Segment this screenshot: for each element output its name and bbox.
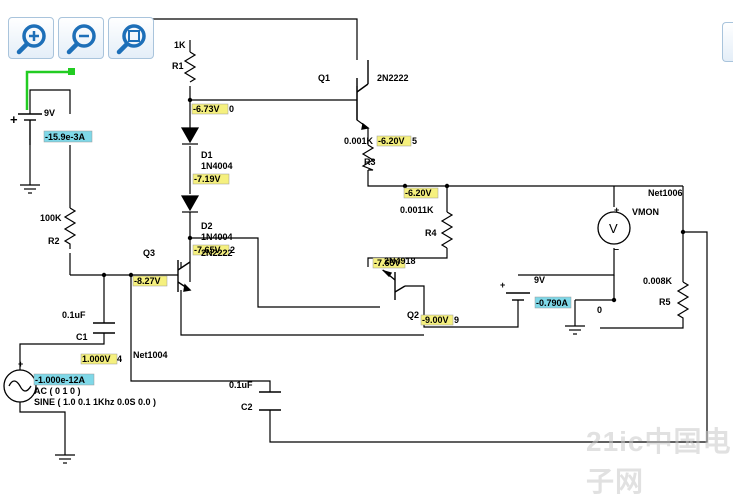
svg-text:-6.73V: -6.73V bbox=[193, 104, 220, 114]
schematic-canvas[interactable]: -6.73V 0 -6.20V 5 -7.19V -7.65V 2 -6.20V… bbox=[0, 0, 733, 469]
svg-text:2: 2 bbox=[230, 245, 235, 255]
r3-name: R3 bbox=[364, 157, 376, 167]
zoom-fit-button[interactable] bbox=[108, 17, 154, 59]
svg-text:-6.20V: -6.20V bbox=[405, 188, 432, 198]
capacitor-c1[interactable] bbox=[93, 322, 115, 334]
voltage-probe-d1[interactable]: -7.19V bbox=[192, 173, 230, 185]
resistor-r5[interactable] bbox=[676, 281, 690, 324]
current-probe-ac[interactable]: -1.000e-12A bbox=[33, 373, 95, 386]
svg-text:5: 5 bbox=[412, 136, 417, 146]
svg-text:1.000V: 1.000V bbox=[82, 354, 111, 364]
voltage-probe-c1[interactable]: 1.000V 4 bbox=[80, 353, 122, 365]
diode-d1[interactable] bbox=[180, 127, 200, 145]
r2-value: 100K bbox=[40, 213, 62, 223]
voltage-probe-d2[interactable]: -7.65V 2 bbox=[192, 244, 235, 256]
v1-plus: + bbox=[10, 112, 18, 127]
r1-value: 1K bbox=[174, 40, 186, 50]
selected-wire[interactable] bbox=[25, 70, 72, 110]
voltage-probe-q3[interactable]: -8.27V bbox=[132, 275, 168, 287]
transistor-q2[interactable] bbox=[381, 269, 406, 300]
svg-text:-0.790A: -0.790A bbox=[536, 298, 569, 308]
battery-v1[interactable] bbox=[18, 113, 42, 145]
capacitor-c2[interactable] bbox=[259, 391, 281, 411]
c1-value: 0.1uF bbox=[62, 310, 86, 320]
vmon-symbol: V bbox=[609, 221, 618, 236]
svg-text:9: 9 bbox=[454, 315, 459, 325]
q3-name: Q3 bbox=[143, 248, 155, 258]
ac-source-icon[interactable] bbox=[3, 369, 37, 403]
zoom-out-icon bbox=[66, 24, 96, 55]
svg-text:-15.9e-3A: -15.9e-3A bbox=[45, 132, 86, 142]
diode-d2[interactable] bbox=[180, 195, 200, 213]
ground-node-label: 0 bbox=[597, 305, 602, 315]
voltmeter-vmon[interactable] bbox=[597, 211, 631, 245]
d2-model: 1N4004 bbox=[201, 232, 233, 242]
zoom-in-button[interactable] bbox=[8, 17, 54, 59]
r4-value: 0.0011K bbox=[400, 205, 434, 215]
resistor-r3[interactable] bbox=[361, 144, 375, 171]
battery-v2[interactable] bbox=[506, 292, 530, 301]
ac-label-line2: SINE ( 1.0 0.1 1Khz 0.0S 0.0 ) bbox=[34, 397, 156, 407]
v1-value: 9V bbox=[44, 108, 55, 118]
resistor-r1[interactable] bbox=[183, 51, 197, 83]
d2-name: D2 bbox=[201, 221, 213, 231]
c1-name: C1 bbox=[76, 332, 88, 342]
vmon-plus: + bbox=[614, 205, 619, 215]
r1-name: R1 bbox=[172, 61, 184, 71]
svg-text:4: 4 bbox=[117, 354, 122, 364]
r5-value: 0.008K bbox=[643, 276, 673, 286]
q1-model: 2N2222 bbox=[377, 73, 409, 83]
d1-model: 1N4004 bbox=[201, 161, 233, 171]
q3-model: 2N2222 bbox=[201, 248, 233, 258]
resistor-r4[interactable] bbox=[440, 211, 454, 249]
svg-text:0: 0 bbox=[229, 104, 234, 114]
junction-dots bbox=[101, 97, 686, 303]
resistor-r2[interactable] bbox=[63, 207, 77, 249]
voltage-probe-q2[interactable]: -9.00V 9 bbox=[420, 314, 459, 326]
vmon-label: VMON bbox=[632, 207, 659, 217]
svg-text:-7.65V: -7.65V bbox=[194, 245, 221, 255]
svg-text:-9.00V: -9.00V bbox=[422, 315, 449, 325]
d1-name: D1 bbox=[201, 150, 213, 160]
q2-name: Q2 bbox=[407, 310, 419, 320]
watermark-logo: 21ic中国电子网 bbox=[586, 426, 732, 497]
ground-icon bbox=[20, 184, 585, 464]
svg-text:-6.20V: -6.20V bbox=[378, 136, 405, 146]
c2-name: C2 bbox=[241, 402, 253, 412]
voltage-probe-r1[interactable]: -6.73V 0 bbox=[191, 103, 234, 115]
v2-plus: + bbox=[500, 280, 505, 290]
v2-value: 9V bbox=[534, 275, 545, 285]
zoom-out-button[interactable] bbox=[58, 17, 104, 59]
r3-value: 0.001K bbox=[344, 136, 374, 146]
component-labels: 1K R1 Q1 2N2222 9V D1 1N4004 D2 1N4004 0… bbox=[10, 40, 683, 412]
svg-text:-7.65V: -7.65V bbox=[374, 258, 401, 268]
r2-name: R2 bbox=[48, 236, 60, 246]
q2-model: 2N4918 bbox=[384, 256, 416, 266]
panel-toggle-handle[interactable] bbox=[722, 22, 733, 62]
svg-text:-7.19V: -7.19V bbox=[194, 174, 221, 184]
voltage-probe-r3[interactable]: -6.20V bbox=[403, 187, 439, 199]
voltage-probe-q1e[interactable]: -6.20V 5 bbox=[376, 135, 417, 147]
r5-name: R5 bbox=[659, 297, 671, 307]
voltage-probe-q2b[interactable]: -7.65V bbox=[372, 257, 406, 269]
r4-name: R4 bbox=[425, 228, 437, 238]
c2-value: 0.1uF bbox=[229, 380, 253, 390]
zoom-fit-icon bbox=[116, 24, 146, 55]
wire-handle[interactable] bbox=[68, 68, 75, 75]
transistor-q3[interactable] bbox=[177, 260, 192, 292]
current-probe-v1[interactable]: -15.9e-3A bbox=[43, 130, 93, 143]
ac-plus: + bbox=[18, 359, 23, 369]
net1004-label: Net1004 bbox=[133, 350, 168, 360]
vmon-minus: – bbox=[614, 244, 619, 254]
transistor-q1[interactable] bbox=[356, 60, 370, 130]
svg-text:-8.27V: -8.27V bbox=[134, 276, 161, 286]
zoom-in-icon bbox=[16, 24, 46, 55]
wires bbox=[19, 18, 708, 455]
svg-text:-1.000e-12A: -1.000e-12A bbox=[35, 375, 86, 385]
ac-label-line1: AC ( 0 1 0 ) bbox=[34, 386, 81, 396]
net1006-label: Net1006 bbox=[648, 188, 683, 198]
q1-name: Q1 bbox=[318, 73, 330, 83]
current-probe-v2[interactable]: -0.790A bbox=[534, 296, 572, 309]
